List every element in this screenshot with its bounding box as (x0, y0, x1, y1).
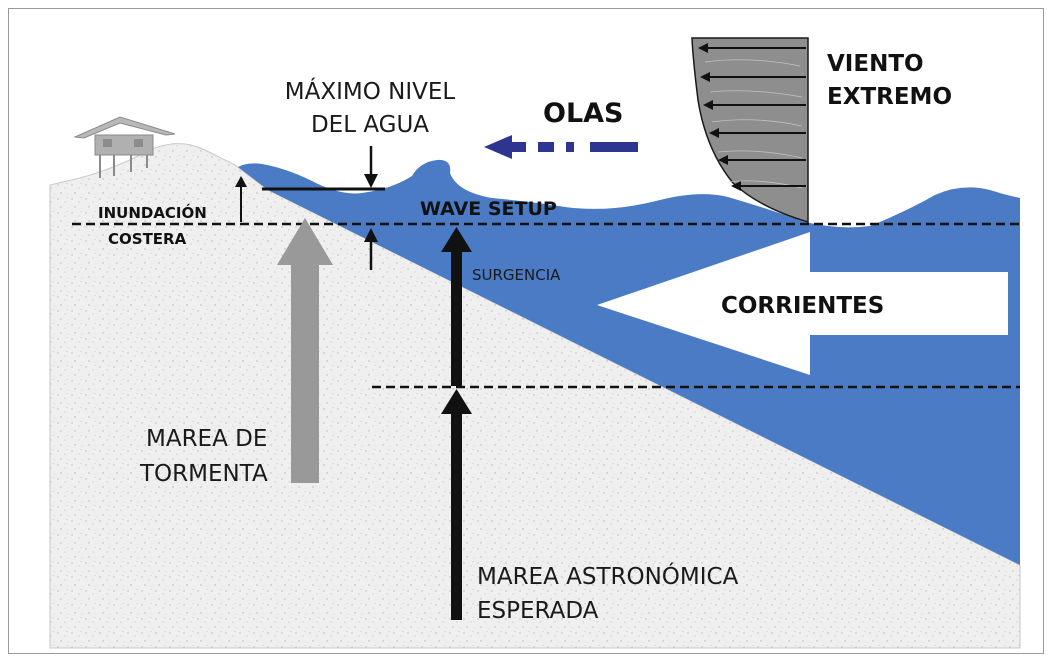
storm-tide-label: MAREA DE (146, 426, 267, 452)
waves-label: OLAS (543, 98, 624, 129)
astronomical-tide-label: MAREA ASTRONÓMICA (477, 562, 739, 590)
max-water-level-label: MÁXIMO NIVEL (285, 77, 456, 105)
coastal-flooding-arrow (235, 176, 247, 222)
waves-arrow (484, 135, 638, 159)
storm-tide-arrow (277, 218, 333, 483)
surge-arrow (441, 227, 472, 386)
coastal-flooding-label: INUNDACIÓN (98, 203, 207, 222)
astronomical-tide-label: ESPERADA (477, 598, 599, 624)
water (238, 159, 1020, 565)
surge-label: SURGENCIA (472, 266, 561, 284)
astronomical-tide-arrow (441, 389, 472, 620)
extreme-wind-label: VIENTO (827, 51, 924, 77)
extreme-wind-label: EXTREMO (827, 84, 952, 110)
house-icon (73, 116, 176, 178)
max-water-level-label: DEL AGUA (311, 112, 429, 138)
storm-tide-label: TORMENTA (139, 461, 268, 487)
coastal-flooding-label: COSTERA (108, 230, 187, 248)
wind-profile (691, 37, 809, 224)
currents-label: CORRIENTES (721, 293, 884, 319)
wave-setup-label: WAVE SETUP (420, 198, 557, 220)
max-water-level-marker (262, 146, 385, 270)
currents-arrow (597, 232, 1008, 375)
